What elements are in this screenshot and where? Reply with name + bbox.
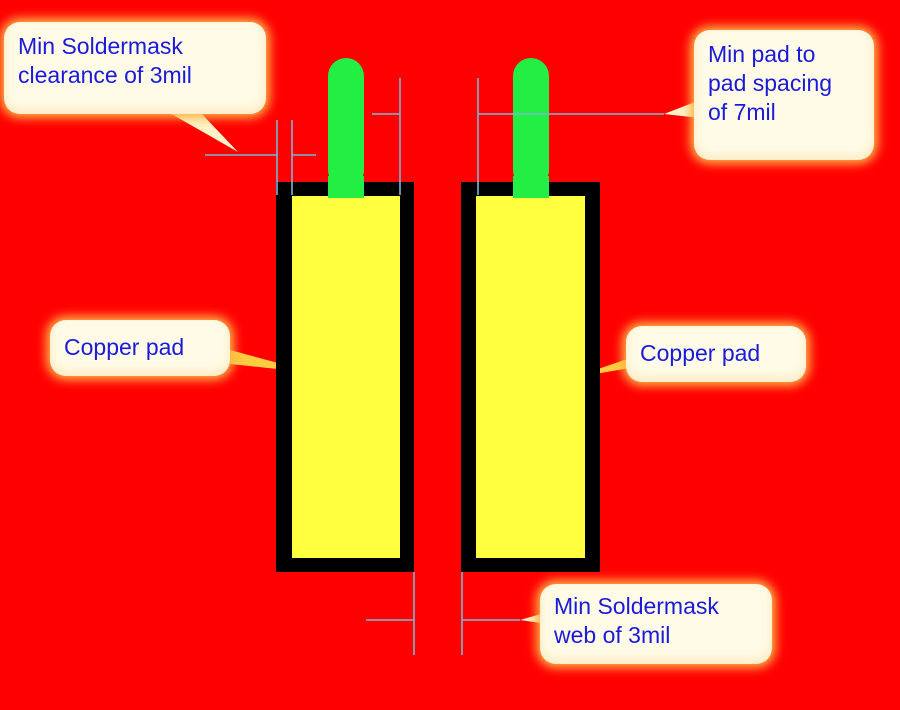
pad-right-callout-label: Copper pad xyxy=(640,340,761,366)
pad-left-callout-label: Copper pad xyxy=(64,334,185,360)
clearance-callout-line-2: clearance of 3mil xyxy=(18,62,192,88)
clearance-dimension-lines xyxy=(205,120,316,195)
copper-pad-right-callout: Copper pad xyxy=(626,326,806,382)
spacing-callout-line-2: pad spacing xyxy=(708,70,833,96)
pad-spacing-callout: Min pad to pad spacing of 7mil xyxy=(694,30,874,160)
spacing-callout-pointer xyxy=(664,100,700,118)
left-copper-pad xyxy=(292,196,400,558)
spacing-callout-line-3: of 7mil xyxy=(708,99,776,125)
clearance-callout-line-1: Min Soldermask xyxy=(18,33,183,59)
spacing-callout-line-1: Min pad to xyxy=(708,41,816,67)
clearance-callout-pointer xyxy=(168,112,238,152)
spacing-dimension-lines xyxy=(372,78,664,195)
web-callout-line-2: web of 3mil xyxy=(554,622,671,648)
right-trace xyxy=(513,58,549,188)
web-dimension-lines xyxy=(366,572,520,655)
right-trace-neck xyxy=(513,176,549,198)
left-trace-neck xyxy=(328,176,364,198)
soldermask-clearance-callout: Min Soldermask clearance of 3mil xyxy=(4,22,266,114)
right-copper-pad xyxy=(476,196,585,558)
web-callout-line-1: Min Soldermask xyxy=(554,593,719,619)
left-trace xyxy=(328,58,364,188)
copper-pad-left-callout: Copper pad xyxy=(50,320,230,376)
soldermask-web-callout: Min Soldermask web of 3mil xyxy=(540,584,772,664)
